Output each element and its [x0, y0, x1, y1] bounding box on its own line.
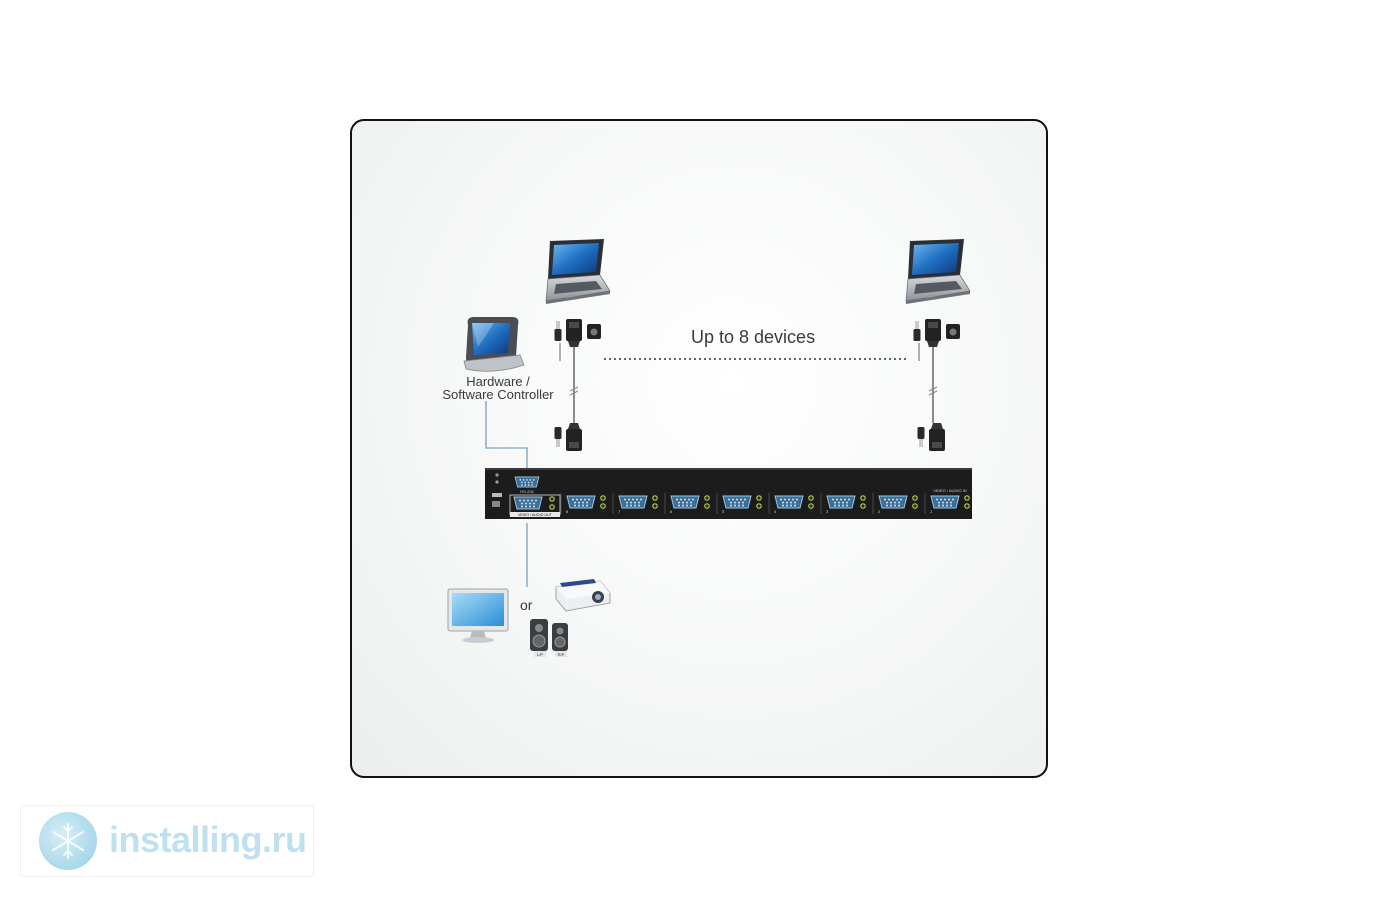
devices-label: Up to 8 devices [691, 327, 816, 347]
matrix-switch-icon: RS-232 VIDEO / AUDIO OUT VIDEO / AUDIO I… [485, 468, 972, 519]
input-port-number: 4 [774, 509, 777, 514]
input-port-number: 8 [566, 509, 569, 514]
monitor-icon [447, 588, 509, 643]
input-port-number: 7 [618, 509, 621, 514]
snowflake-logo-icon [39, 812, 97, 870]
vga-audio-cable-icon [913, 319, 960, 451]
laptop-icon [905, 238, 971, 305]
rs232-port-label: RS-232 [520, 489, 534, 494]
input-port: 4 [768, 493, 814, 514]
input-port-number: 3 [826, 509, 829, 514]
input-port-number: 5 [722, 509, 725, 514]
input-port: 5 [716, 493, 762, 514]
input-port-number: 1 [930, 509, 933, 514]
controller-cable-line [485, 401, 528, 478]
speaker-right-label: R/P [558, 652, 565, 657]
controller-label-line1: Hardware / [466, 374, 530, 389]
controller-label: Hardware / Software Controller [428, 375, 568, 401]
projector-icon [555, 579, 611, 612]
connection-diagram: RS-232 VIDEO / AUDIO OUT VIDEO / AUDIO I… [447, 238, 972, 657]
or-label: or [520, 597, 533, 613]
out-port-label: VIDEO / AUDIO OUT [518, 513, 553, 517]
input-port: 2 [872, 493, 918, 514]
input-port-number: 2 [878, 509, 881, 514]
input-port: 7 [612, 493, 658, 514]
laptop-icon [545, 238, 611, 305]
input-port: 6 [664, 493, 710, 514]
controller-panel-icon [463, 317, 525, 372]
watermark-text: installing.ru [109, 819, 307, 860]
input-port: 1 [924, 493, 970, 514]
input-ports: 8 7 6 5 4 3 2 1 [560, 493, 970, 514]
input-port: 8 [560, 493, 606, 514]
input-port: 3 [820, 493, 866, 514]
in-port-label: VIDEO / AUDIO IN [933, 488, 966, 493]
speaker-left-label: L/P [537, 652, 543, 657]
controller-label-line2: Software Controller [442, 387, 554, 402]
diagram-frame: RS-232 VIDEO / AUDIO OUT VIDEO / AUDIO I… [350, 119, 1048, 778]
speakers-icon: L/P R/P [530, 619, 568, 657]
input-port-number: 6 [670, 509, 673, 514]
vga-audio-cable-icon [554, 319, 601, 451]
watermark: installing.ru [20, 805, 314, 877]
